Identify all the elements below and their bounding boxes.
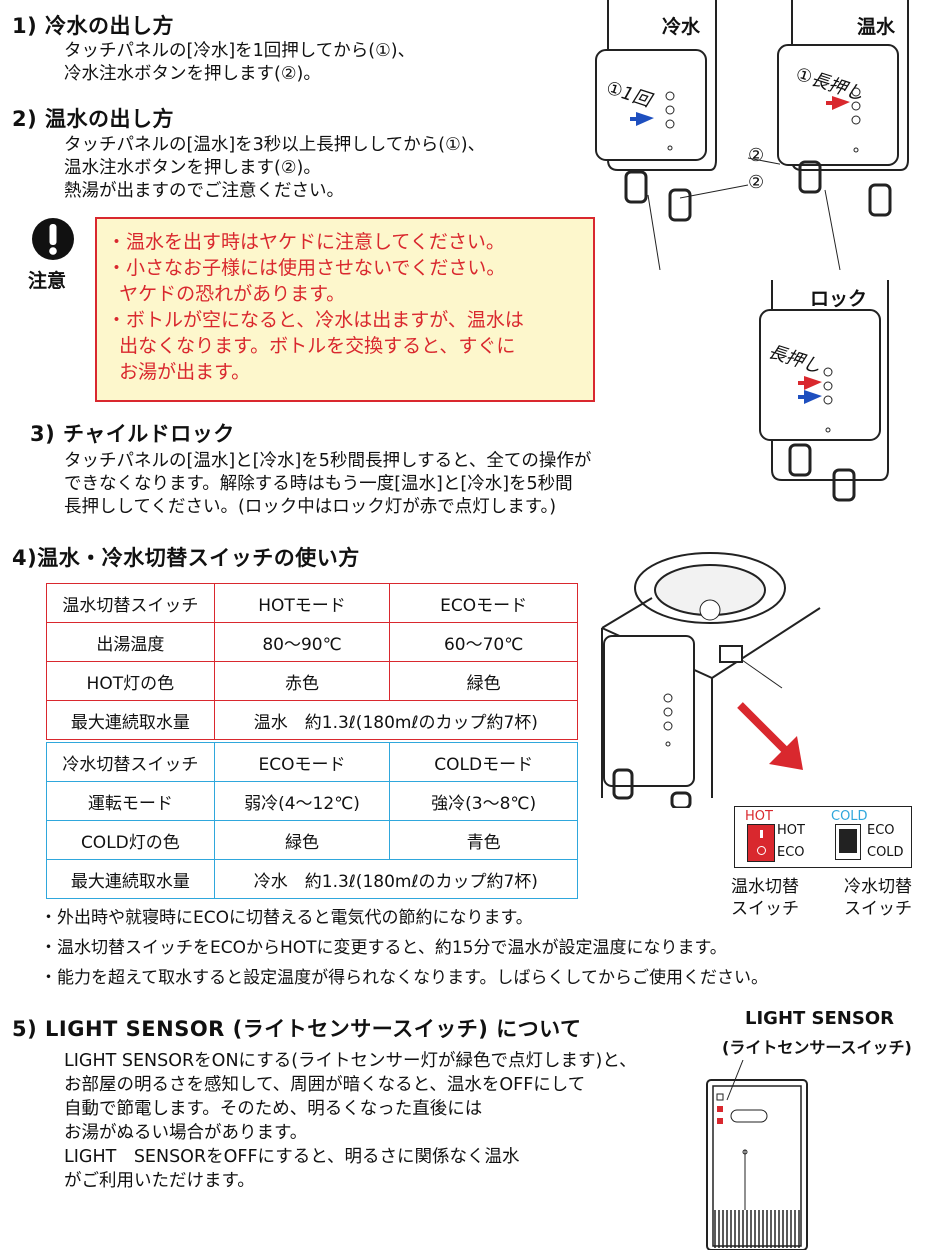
table-cell: 温水 約1.3ℓ(180mℓのカップ約7杯)	[213, 700, 579, 740]
table-cell: ECOモード	[213, 742, 391, 782]
section1-line: 冷水注水ボタンを押します(②)。	[64, 64, 321, 84]
table-row: 最大連続取水量 温水 約1.3ℓ(180mℓのカップ約7杯)	[46, 700, 579, 740]
table-cell: 青色	[389, 820, 578, 860]
cold-switch-table: 冷水切替スイッチ ECOモード COLDモード 運転モード 弱冷(4〜12℃) …	[46, 742, 579, 899]
hot-switch-table: 温水切替スイッチ HOTモード ECOモード 出湯温度 80〜90℃ 60〜70…	[46, 583, 579, 740]
table-row: COLD灯の色 緑色 青色	[46, 820, 578, 860]
cold-switch-on-text: ECO	[867, 823, 895, 838]
caption-line: 冷水切替	[844, 877, 912, 897]
hot-switch-off-text: ECO	[777, 845, 805, 860]
light-sensor-figure-title: LIGHT SENSOR	[745, 1008, 895, 1029]
caution-line: お湯が出ます。	[107, 361, 251, 383]
table-row: 冷水切替スイッチ ECOモード COLDモード	[46, 742, 578, 782]
table-cell: 冷水 約1.3ℓ(180mℓのカップ約7杯)	[213, 859, 579, 899]
section3-body: タッチパネルの[温水]と[冷水]を5秒間長押しすると、全ての操作が できなくなり…	[64, 450, 591, 519]
hot-switch-on-text: HOT	[777, 823, 805, 838]
caution-line: ・温水を出す時はヤケドに注意してください。	[107, 231, 505, 253]
caption-line: 温水切替	[731, 877, 799, 897]
button-marker: ②	[748, 172, 765, 193]
section5-line: お湯がぬるい場合があります。	[64, 1123, 308, 1143]
table-cell: ECOモード	[389, 583, 578, 623]
table-cell: 冷水切替スイッチ	[46, 742, 215, 782]
table-row: 最大連続取水量 冷水 約1.3ℓ(180mℓのカップ約7杯)	[46, 859, 579, 899]
section5-heading: 5) LIGHT SENSOR (ライトセンサースイッチ) について	[12, 1017, 582, 1041]
table-cell: COLD灯の色	[46, 820, 215, 860]
table-cell: 60〜70℃	[389, 622, 578, 662]
section5-line: がご利用いただけます。	[64, 1171, 255, 1191]
table-cell: 出湯温度	[46, 622, 215, 662]
section3-heading: 3) チャイルドロック	[30, 422, 235, 446]
section2-heading: 2) 温水の出し方	[12, 107, 175, 131]
table-cell: 緑色	[213, 820, 391, 860]
cold-switch-label: COLD	[831, 809, 868, 824]
section2-line: タッチパネルの[温水]を3秒以上長押ししてから(①)、	[64, 135, 486, 155]
caption-line: スイッチ	[844, 899, 912, 919]
section4-heading: 4)温水・冷水切替スイッチの使い方	[12, 546, 360, 570]
section1-heading: 1) 冷水の出し方	[12, 14, 175, 38]
section5-line: 自動で節電します。そのため、明るくなった直後には	[64, 1099, 483, 1119]
caution-line: ・小さなお子様には使用させないでください。	[107, 257, 506, 279]
section5-body: LIGHT SENSORをONにする(ライトセンサー灯が緑色で点灯します)と、 …	[64, 1049, 637, 1193]
table-cell: 弱冷(4〜12℃)	[213, 781, 391, 821]
table-cell: HOT灯の色	[46, 661, 215, 701]
red-arrow-icon	[737, 702, 803, 770]
section2-line: 熱湯が出ますのでご注意ください。	[64, 181, 344, 201]
cold-title: 冷水	[662, 16, 701, 38]
light-sensor-dispenser-illustration	[706, 1060, 808, 1250]
caution-label: 注意	[28, 270, 67, 292]
section3-line: できなくなります。解除する時はもう一度[温水]と[冷水]を5秒間	[64, 474, 573, 494]
marker-leader-lines	[680, 157, 780, 199]
cold-switch-caption: 冷水切替 スイッチ	[828, 876, 928, 920]
cold-rocker-switch	[835, 824, 861, 860]
caution-box: ・温水を出す時はヤケドに注意してください。 ・小さなお子様には使用させないでくだ…	[95, 217, 595, 402]
hot-rocker-switch	[747, 824, 775, 862]
hot-switch-label: HOT	[745, 809, 773, 824]
table-cell: COLDモード	[389, 742, 578, 782]
section1-line: タッチパネルの[冷水]を1回押してから(①)、	[64, 41, 416, 61]
switch-notes: ・外出時や就寝時にECOに切替えると電気代の節約になります。 ・温水切替スイッチ…	[40, 903, 768, 993]
table-cell: HOTモード	[213, 583, 391, 623]
exclamation-icon	[32, 218, 74, 260]
caution-line: ・ボトルが空になると、冷水は出ますが、温水は	[107, 309, 524, 331]
table-cell: 赤色	[213, 661, 391, 701]
section3-line: タッチパネルの[温水]と[冷水]を5秒間長押しすると、全ての操作が	[64, 451, 592, 471]
light-sensor-figure-subtitle: (ライトセンサースイッチ)	[722, 1038, 912, 1057]
note-line: ・能力を超えて取水すると設定温度が得られなくなります。しばらくしてからご使用くだ…	[40, 968, 768, 988]
caution-line: ヤケドの恐れがあります。	[107, 283, 346, 305]
dispenser-top-illustration	[601, 552, 821, 808]
switch-panel: HOT HOT ECO COLD ECO COLD	[734, 806, 912, 868]
table-row: 温水切替スイッチ HOTモード ECOモード	[46, 583, 578, 623]
table-cell: 温水切替スイッチ	[46, 583, 215, 623]
table-cell: 強冷(3〜8℃)	[389, 781, 578, 821]
table-cell: 運転モード	[46, 781, 215, 821]
note-line: ・外出時や就寝時にECOに切替えると電気代の節約になります。	[40, 908, 533, 928]
caution-line: 出なくなります。ボトルを交換すると、すぐに	[107, 335, 516, 357]
section2-body: タッチパネルの[温水]を3秒以上長押ししてから(①)、 温水注水ボタンを押します…	[64, 134, 485, 203]
lock-dispenser-illustration	[759, 280, 889, 502]
hot-switch-caption: 温水切替 スイッチ	[720, 876, 810, 920]
section1-body: タッチパネルの[冷水]を1回押してから(①)、 冷水注水ボタンを押します(②)。	[64, 40, 415, 86]
table-row: 運転モード 弱冷(4〜12℃) 強冷(3〜8℃)	[46, 781, 578, 821]
table-row: 出湯温度 80〜90℃ 60〜70℃	[46, 622, 578, 662]
section5-line: お部屋の明るさを感知して、周囲が暗くなると、温水をOFFにして	[64, 1075, 586, 1095]
section3-line: 長押ししてください。(ロック中はロック灯が赤で点灯します。)	[64, 497, 557, 517]
table-cell: 最大連続取水量	[46, 859, 215, 899]
table-cell: 最大連続取水量	[46, 700, 215, 740]
table-row: HOT灯の色 赤色 緑色	[46, 661, 578, 701]
table-cell: 緑色	[389, 661, 578, 701]
lock-title: ロック	[810, 288, 868, 310]
caption-line: スイッチ	[731, 899, 799, 919]
section5-line: LIGHT SENSORをOFFにすると、明るさに関係なく温水	[64, 1147, 520, 1167]
section2-line: 温水注水ボタンを押します(②)。	[64, 158, 321, 178]
table-cell: 80〜90℃	[213, 622, 391, 662]
cold-dispenser-illustration	[595, 0, 717, 270]
note-line: ・温水切替スイッチをECOからHOTに変更すると、約15分で温水が設定温度になり…	[40, 938, 727, 958]
hot-dispenser-illustration	[777, 0, 909, 270]
cold-switch-off-text: COLD	[867, 845, 904, 860]
hot-title: 温水	[857, 16, 896, 38]
section5-line: LIGHT SENSORをONにする(ライトセンサー灯が緑色で点灯します)と、	[64, 1051, 637, 1071]
